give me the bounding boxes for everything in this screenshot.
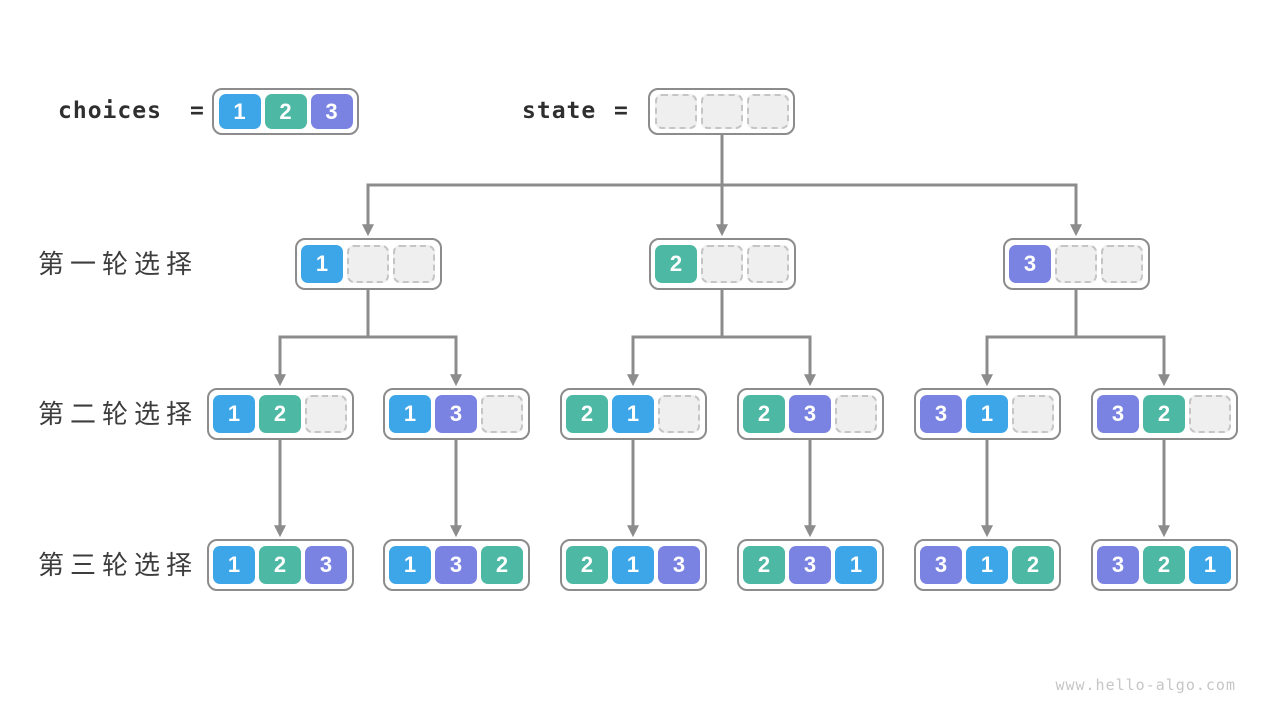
value-cell: 2 [566, 546, 608, 584]
value-cell: 2 [1143, 395, 1185, 433]
value-cell: 2 [264, 94, 307, 129]
row-label-round-2: 第二轮选择 [38, 399, 199, 429]
empty-cell [1012, 395, 1054, 433]
value-cell: 2 [743, 546, 785, 584]
state-array-box [648, 88, 795, 135]
row-label-round-3: 第三轮选择 [38, 550, 199, 580]
value-cell: 2 [566, 395, 608, 433]
value-cell: 2 [1012, 546, 1054, 584]
watermark: www.hello-algo.com [1055, 676, 1236, 694]
value-cell: 1 [966, 395, 1008, 433]
state-box-round-1: 1 [294, 238, 442, 290]
value-cell: 1 [1189, 546, 1231, 584]
empty-cell [746, 94, 789, 129]
value-cell: 3 [435, 395, 477, 433]
row-label-round-1: 第一轮选择 [38, 249, 199, 279]
state-equals-sign: = [614, 98, 629, 124]
value-cell: 1 [389, 395, 431, 433]
state-box-round-1: 2 [648, 238, 796, 290]
empty-cell [747, 245, 789, 283]
value-cell: 3 [1097, 395, 1139, 433]
value-cell: 3 [789, 546, 831, 584]
empty-cell [701, 245, 743, 283]
value-cell: 3 [310, 94, 353, 129]
empty-cell [347, 245, 389, 283]
value-cell: 1 [218, 94, 261, 129]
empty-cell [1101, 245, 1143, 283]
value-cell: 3 [789, 395, 831, 433]
value-cell: 1 [389, 546, 431, 584]
state-box-round-1: 3 [1002, 238, 1150, 290]
value-cell: 3 [305, 546, 347, 584]
value-cell: 1 [612, 395, 654, 433]
value-cell: 2 [259, 546, 301, 584]
value-cell: 3 [1097, 546, 1139, 584]
value-cell: 2 [1143, 546, 1185, 584]
empty-cell [481, 395, 523, 433]
empty-cell [658, 395, 700, 433]
value-cell: 3 [1009, 245, 1051, 283]
empty-cell [1055, 245, 1097, 283]
state-label: state [522, 98, 597, 124]
empty-cell [393, 245, 435, 283]
value-cell: 1 [213, 395, 255, 433]
empty-cell [835, 395, 877, 433]
value-cell: 3 [435, 546, 477, 584]
value-cell: 2 [655, 245, 697, 283]
choices-label: choices [58, 98, 162, 124]
value-cell: 1 [835, 546, 877, 584]
empty-cell [654, 94, 697, 129]
value-cell: 2 [481, 546, 523, 584]
value-cell: 3 [920, 546, 962, 584]
value-cell: 1 [966, 546, 1008, 584]
value-cell: 1 [213, 546, 255, 584]
empty-cell [305, 395, 347, 433]
value-cell: 2 [743, 395, 785, 433]
empty-cell [700, 94, 743, 129]
value-cell: 2 [259, 395, 301, 433]
value-cell: 3 [658, 546, 700, 584]
choices-equals-sign: = [190, 98, 205, 124]
value-cell: 1 [612, 546, 654, 584]
value-cell: 3 [920, 395, 962, 433]
empty-cell [1189, 395, 1231, 433]
value-cell: 1 [301, 245, 343, 283]
